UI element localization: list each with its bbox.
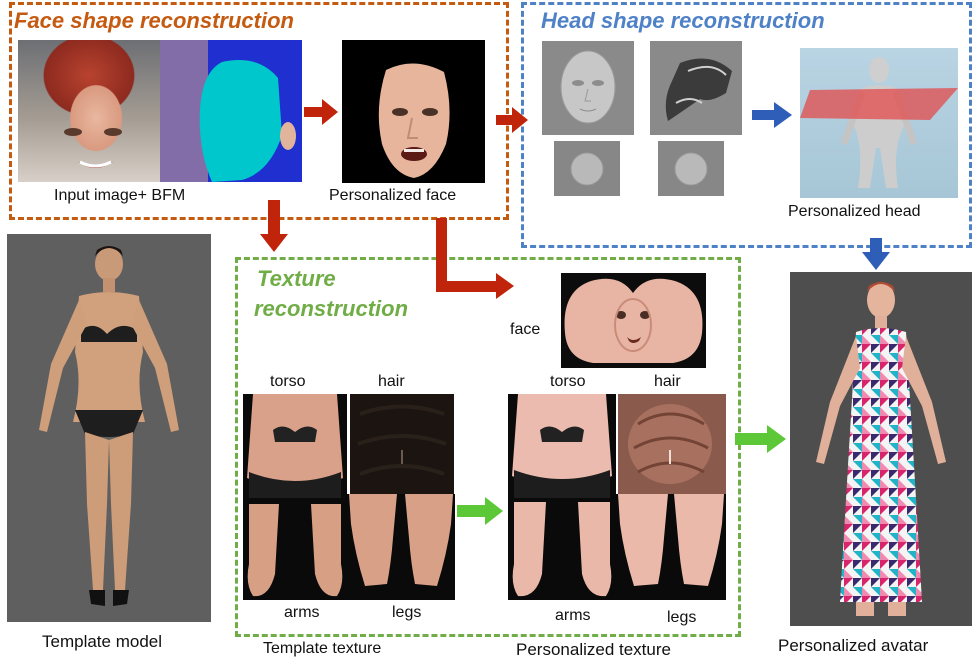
template-hair-texture: [350, 394, 454, 494]
personalized-avatar-image: [790, 272, 972, 626]
personalized-head-label: Personalized head: [788, 204, 921, 220]
personalized-torso-texture: [508, 394, 616, 502]
personalized-face-label: Personalized face: [329, 188, 456, 204]
bfm-fit-image: [160, 40, 302, 182]
template-legs-label: legs: [392, 605, 421, 621]
face-shape-title: Face shape reconstruction: [14, 10, 294, 32]
texture-title-line2: reconstruction: [254, 298, 408, 320]
template-torso-label: torso: [270, 374, 306, 390]
face-texture-image: [561, 273, 706, 368]
face-texture-label: face: [510, 322, 540, 338]
personalized-hair-label: hair: [654, 374, 681, 390]
template-model-image: [7, 234, 211, 622]
personalized-face-image: [342, 40, 485, 183]
head-mesh-side-image: [650, 41, 742, 135]
personalized-avatar-label: Personalized avatar: [778, 637, 928, 654]
head-sphere-front-image: [554, 141, 620, 196]
personalized-legs-texture: [616, 494, 726, 600]
template-torso-texture: [243, 394, 347, 504]
personalized-legs-label: legs: [667, 610, 696, 626]
personalized-torso-label: torso: [550, 374, 586, 390]
personalized-texture-label: Personalized texture: [516, 641, 671, 658]
personalized-head-image: [800, 48, 958, 198]
texture-title-line1: Texture: [257, 268, 336, 290]
template-hair-label: hair: [378, 374, 405, 390]
input-image: [18, 40, 160, 182]
template-texture-label: Template texture: [263, 641, 381, 657]
head-sphere-side-image: [658, 141, 724, 196]
personalized-arms-label: arms: [555, 608, 591, 624]
arrow-texture-to-avatar: [735, 425, 786, 453]
template-arms-label: arms: [284, 605, 320, 621]
template-legs-texture: [347, 494, 455, 600]
input-image-label: Input image+ BFM: [54, 188, 185, 204]
personalized-arms-texture: [508, 502, 616, 600]
template-arms-texture: [243, 504, 347, 600]
head-mesh-front-image: [542, 41, 634, 135]
template-model-label: Template model: [42, 633, 162, 650]
personalized-hair-texture: [618, 394, 726, 494]
head-shape-title: Head shape reconstruction: [541, 10, 825, 32]
